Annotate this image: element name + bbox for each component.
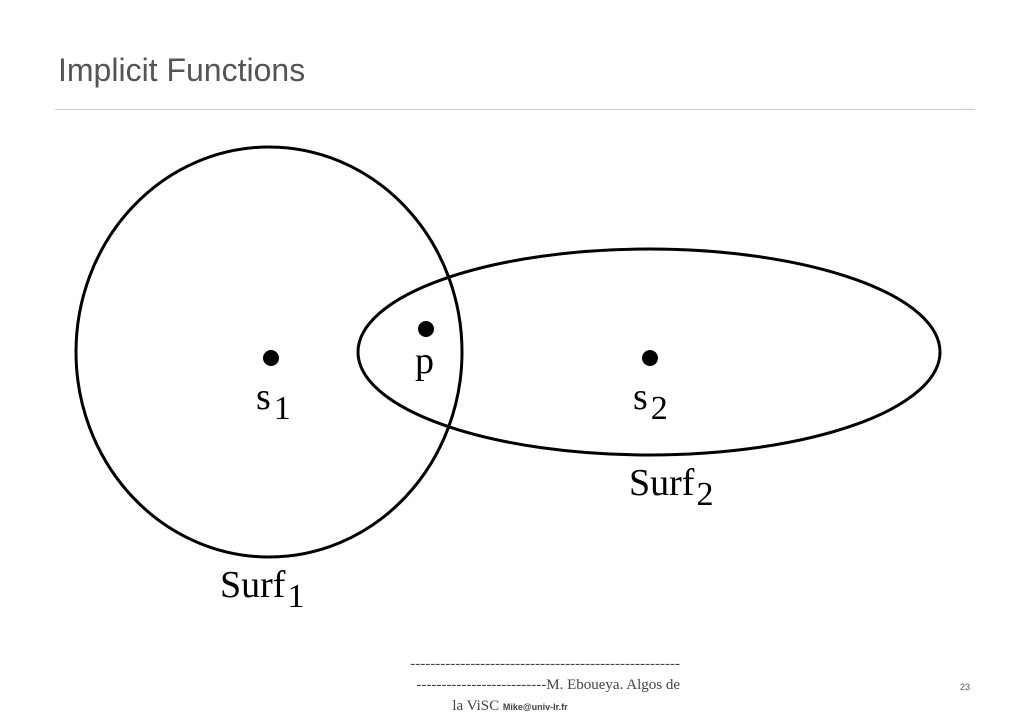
footer-course-name: la ViSC — [452, 698, 500, 714]
s1-label: s1 — [256, 376, 291, 427]
page-number: 23 — [960, 682, 971, 692]
footer-email: Mike@univ-lr.fr — [502, 702, 568, 712]
surf1-label-subscript: 1 — [287, 578, 304, 615]
point-p-dot — [418, 321, 434, 337]
s2-center-dot — [642, 350, 658, 366]
s2-label: s2 — [633, 376, 668, 427]
s2-label-subscript: 2 — [651, 390, 668, 427]
surf1-label: Surf1 — [220, 564, 304, 615]
surf2-label-subscript: 2 — [696, 476, 713, 513]
slide-footer: ----------------------------------------… — [340, 654, 680, 718]
footer-line-1: ----------------------------------------… — [410, 656, 680, 672]
s1-center-dot — [263, 350, 279, 366]
point-p-label: p — [415, 340, 434, 382]
s1-label-base: s — [256, 376, 271, 418]
surf2-label-base: Surf — [629, 462, 695, 504]
footer-line-3: la ViSC Mike@univ-lr.fr — [340, 696, 680, 718]
surf2-ellipse — [356, 247, 942, 457]
s1-label-subscript: 1 — [274, 390, 291, 427]
surf1-circle — [74, 145, 464, 559]
surf1-label-base: Surf — [220, 564, 286, 606]
s2-label-base: s — [633, 376, 648, 418]
footer-line-2: --------------------------M. Eboueya. Al… — [416, 677, 680, 693]
title-divider — [55, 109, 975, 110]
surf2-label: Surf2 — [629, 462, 713, 513]
slide-title: Implicit Functions — [58, 52, 306, 88]
